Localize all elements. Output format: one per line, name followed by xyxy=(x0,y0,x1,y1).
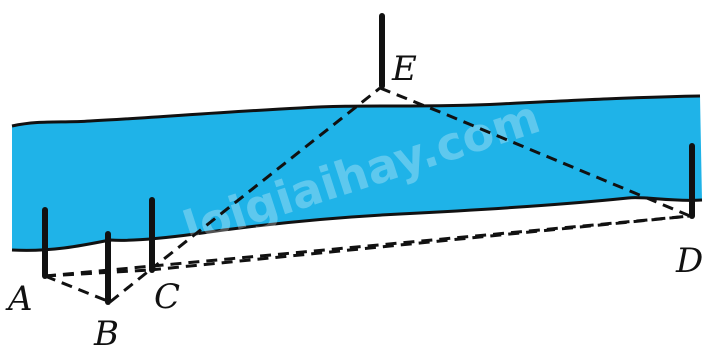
segment-AC xyxy=(44,268,151,278)
far-bank xyxy=(11,94,701,128)
label-E: E xyxy=(391,49,417,89)
stakes xyxy=(42,13,695,305)
segment-AB xyxy=(44,274,111,304)
label-B: B xyxy=(93,314,119,351)
label-A: A xyxy=(5,279,33,319)
label-C: C xyxy=(154,277,180,317)
segment-ED xyxy=(379,86,691,218)
segment-CE xyxy=(149,86,381,272)
survey-lines xyxy=(44,86,691,304)
label-D: D xyxy=(675,241,703,281)
river xyxy=(12,96,702,251)
segment-BC xyxy=(109,268,151,304)
segment-CD xyxy=(149,214,691,272)
